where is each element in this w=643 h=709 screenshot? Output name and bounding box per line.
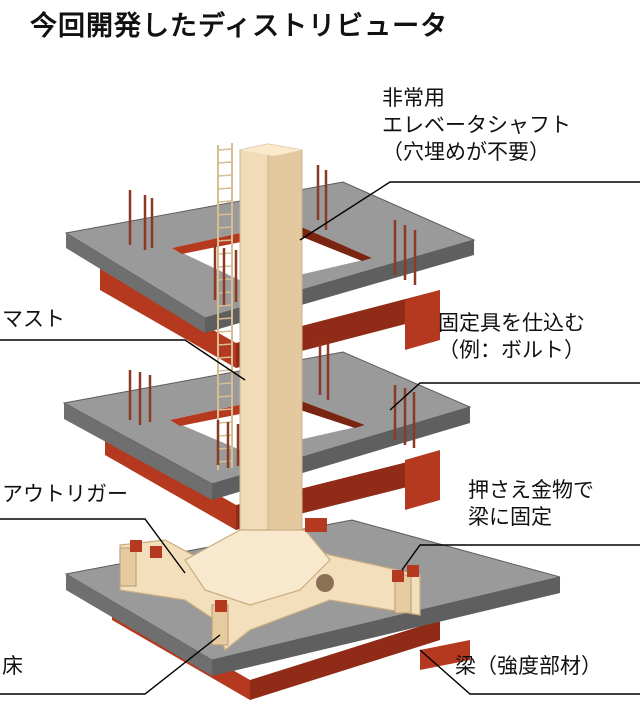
ladder-rung [217,434,233,437]
ladder-rung [217,395,233,398]
ladder-rung [217,174,233,177]
beam-top-back [405,290,440,350]
beam-top-left [100,265,236,368]
leader-fixture [389,382,640,411]
label-fixture-line2: （例：ボルト） [438,338,585,362]
slab-bottom-side [212,577,560,676]
ladder-rung [217,356,233,359]
label-elevator-shaft-line3: （穴埋めが不要） [382,140,550,164]
label-press-fix-line2: 梁に固定 [468,505,552,529]
ladder-rung [217,161,233,164]
label-elevator-shaft: 非常用 エレベータシャフト （穴埋めが不要） [382,85,571,166]
leader-beam [419,649,640,695]
ladder-rung [217,187,233,190]
ladder-rung [217,343,233,346]
label-press-fix-line1: 押さえ金物で [468,478,594,502]
outrigger-frame [119,518,421,652]
slab-top-front [66,233,205,333]
ladder-rung [217,447,233,450]
beam-bottom-back [420,640,470,670]
ladder-rung [217,213,233,216]
label-press-fix: 押さえ金物で 梁に固定 [468,477,594,531]
ladder-rung [217,148,233,151]
slab-mid-front [64,403,212,500]
beam-bottom-right [250,620,440,700]
label-mast: マスト [2,307,65,331]
leader-lines [0,181,640,695]
label-fixture-line1: 固定具を仕込む [438,311,585,335]
leader-press-fix [401,544,640,571]
label-elevator-shaft-line2: エレベータシャフト [382,113,571,137]
leader-elevator-shaft [299,181,640,241]
beam-mid-back [405,450,440,510]
ladder-rung [217,330,233,333]
ladder-rung [217,304,233,307]
mast-side [267,143,303,561]
label-outrigger: アウトリガー [2,482,128,506]
leader-floor [0,634,221,695]
ladder-rung [217,460,233,463]
label-beam: 梁（強度部材） [455,654,602,678]
label-elevator-shaft-line1: 非常用 [382,86,445,110]
ladder-rung [217,226,233,229]
ladder-rung [217,408,233,411]
leader-outrigger [0,518,186,574]
ladder-rung [217,239,233,242]
ladder-rung [217,382,233,385]
ladder-rung [217,317,233,320]
label-fixture: 固定具を仕込む （例：ボルト） [438,310,585,364]
label-floor: 床 [2,654,23,678]
mast [217,143,303,567]
diagram-title: 今回開発したディストリビュータ [30,11,449,42]
mast-front [239,143,269,567]
ladder-rung [217,421,233,424]
fixture-bolts [128,165,417,468]
leader-mast [0,339,246,381]
ladder-rung [217,200,233,203]
slab-bottom-front [66,574,212,676]
